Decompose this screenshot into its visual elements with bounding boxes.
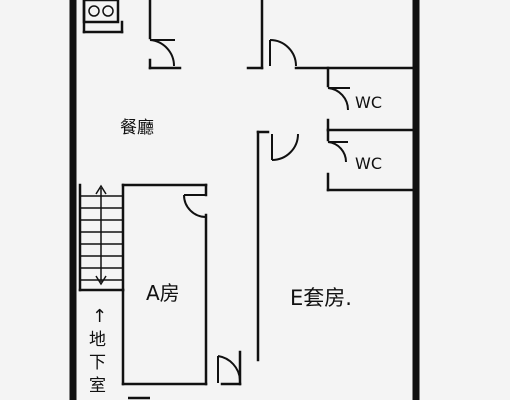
suite-e-door <box>271 133 299 161</box>
wc-lower-door <box>327 141 348 163</box>
suite-e-label: E套房. <box>290 286 352 310</box>
outer-walls <box>69 0 420 400</box>
top-room-door <box>149 39 176 67</box>
stair-direction-arrow <box>95 184 107 286</box>
basement-label-char-1: 地 <box>89 330 106 350</box>
wc-upper-label: WC <box>355 93 382 112</box>
basement-label-char-3: 室 <box>89 376 106 396</box>
stove-burners <box>88 5 114 17</box>
room-a-label: A房 <box>146 281 180 305</box>
interior-walls <box>78 0 418 386</box>
door-swings <box>149 39 350 383</box>
wc-lower-label: WC <box>355 154 382 173</box>
wc-upper-door <box>327 87 350 111</box>
basement-label-char-2: 下 <box>89 353 106 373</box>
stair-arrow-label: ↑ <box>92 306 107 327</box>
bottom-door <box>217 355 241 383</box>
corridor-door <box>269 39 297 67</box>
dining-room-label: 餐廳 <box>120 118 154 138</box>
room-a-door <box>183 194 207 218</box>
